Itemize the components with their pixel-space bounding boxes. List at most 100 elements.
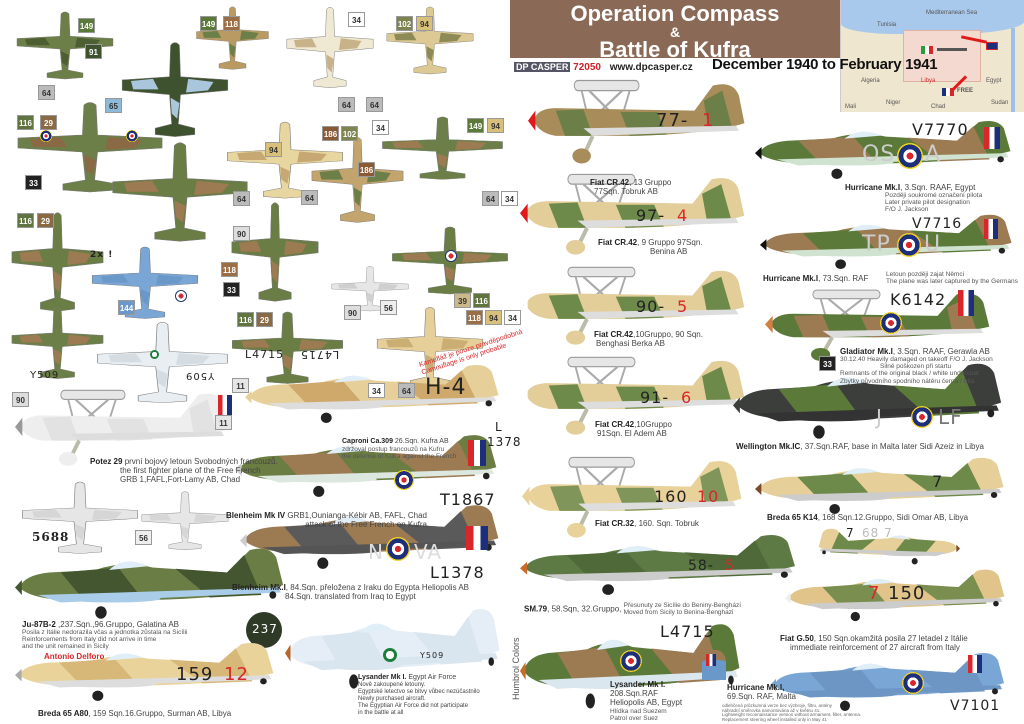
- paint-chip: 34: [372, 120, 389, 135]
- note-cz: Letoun později zajat Němci: [886, 271, 965, 278]
- paint-chip: 34: [501, 191, 518, 206]
- map-label-sea: Mediterranean Sea: [926, 10, 978, 16]
- paint-chip: 116: [473, 293, 490, 308]
- paint-chip: 29: [256, 312, 273, 327]
- serial: K6142: [890, 290, 947, 309]
- map-label-chad: Chad: [931, 104, 946, 110]
- map-label-libya: Libya: [921, 78, 936, 84]
- cr42-markings: 91-: [640, 388, 670, 407]
- french-flag-icon: [942, 88, 954, 96]
- aircraft-unit: , 84.Sqn. přeložena z Iraku do Egypta He…: [285, 583, 470, 592]
- cr42-77-caption: Fiat CR.42, 13 Gruppo 77Sqn. Tobruk AB: [590, 178, 671, 196]
- title-line1: Operation Compass: [570, 1, 780, 26]
- fin-flash: [466, 526, 488, 550]
- aircraft-name: Fiat CR.42: [590, 178, 630, 187]
- ju87-serial: 5688: [32, 530, 70, 544]
- breda-small-marking: 7: [846, 526, 855, 540]
- aircraft-name: SM.79: [524, 604, 548, 614]
- sm79-number: 5: [725, 558, 735, 574]
- note-cz: odlehčená průzkumná verze bez výzbroje, …: [722, 703, 833, 708]
- aircraft-name: Fiat G.50: [780, 634, 814, 643]
- paint-chip: 116: [237, 312, 254, 327]
- paint-chip: 29: [40, 115, 57, 130]
- blenheim-mk4-caption: Blenheim Mk IV GRB1,Ounianga-Kébir AB, F…: [226, 511, 427, 529]
- paint-chip: 90: [12, 392, 29, 407]
- fin-flash: [468, 440, 486, 466]
- paint-chip: 149: [78, 18, 95, 33]
- aircraft-name: Blenheim Mk.I: [232, 583, 286, 592]
- breda-k14-profile: [755, 455, 1010, 515]
- aircraft-unit: ,10Gruppo: [634, 420, 672, 429]
- paint-chip: 186: [358, 162, 375, 177]
- website-link[interactable]: www.dpcasper.cz: [609, 62, 693, 73]
- paint-chip: 33: [25, 175, 42, 190]
- note-en: Reinforcements from Italy did not arrive…: [22, 636, 157, 644]
- hurricane-v7101-caption: Hurricane Mk.I, 69.Sqn. RAF, Malta: [727, 683, 796, 701]
- fin-flash: [218, 395, 232, 417]
- note-cz: náhradní směrovka namontována až v květn…: [722, 707, 821, 713]
- note-en: Remnants of the original black / white u…: [840, 370, 979, 378]
- top-roundel: [445, 250, 457, 262]
- campaign-map: Mediterranean Sea Tunisia Algeria Libya …: [840, 0, 1024, 112]
- note-en: The plane was later captured by the Germ…: [886, 278, 1018, 286]
- raf-roundel: [897, 143, 923, 169]
- aircraft-base: 91Sqn. El Adem AB: [597, 429, 667, 439]
- aircraft-note: první bojový letoun Svobodných francouzů…: [122, 457, 278, 466]
- aircraft-name: Caproni Ca.309: [342, 438, 393, 445]
- note-en: the defense of Kufra against the French: [342, 453, 457, 461]
- aircraft-name: Hurricane Mk.I: [763, 274, 819, 283]
- map-sea: [841, 0, 1024, 34]
- sm79-markings: 58-: [688, 558, 714, 574]
- aircraft-note: immediate reinforcement of 27 aircraft f…: [790, 643, 960, 653]
- pilot-name: Antonio Delforo: [44, 651, 105, 661]
- underside-serial: Y509: [30, 370, 60, 381]
- hurricane-v7770-caption: Hurricane Mk.I, 3.Sqn. RAAF, Egypt Pozdě…: [845, 183, 982, 214]
- paint-chip: 94: [265, 142, 282, 157]
- wellington-caption: Wellington Mk.IC, 37.Sqn.RAF, base in Ma…: [736, 442, 984, 451]
- aircraft-name: Wellington Mk.IC: [736, 442, 801, 451]
- aircraft-name: Fiat CR.42: [594, 330, 634, 339]
- aircraft-base: 77Sqn. Tobruk AB: [594, 187, 658, 197]
- paint-chip: 116: [17, 115, 34, 130]
- serial: L4715: [660, 622, 715, 641]
- paint-chip: 118: [466, 310, 483, 325]
- code-letters: OS: [862, 142, 896, 167]
- paint-chip: 64: [482, 191, 499, 206]
- top-roundel: [126, 130, 138, 142]
- paint-chip: 102: [341, 126, 358, 141]
- top-roundel: [40, 130, 52, 142]
- top-roundel: [175, 290, 187, 302]
- aircraft-base: Heliopolis AB, Egypt: [610, 698, 683, 708]
- raf-roundel: [897, 233, 921, 257]
- paint-chip: 64: [398, 383, 415, 398]
- fin-flash: [706, 654, 716, 666]
- date-range: December 1940 to February 1941: [712, 56, 938, 73]
- paint-chip: 64: [366, 97, 383, 112]
- g50-markings: 150: [888, 583, 926, 604]
- paint-chip: 29: [37, 213, 54, 228]
- note-cz: Silně poškozen při startu: [880, 363, 952, 371]
- aircraft-unit: ,10Gruppo, 90 Sqn.: [633, 330, 703, 339]
- note-en: Lightweight reconnaissance version witho…: [722, 712, 862, 718]
- lysander-l4715-caption: Lysander Mk I. 208.Sqn.RAF Heliopolis AB…: [610, 680, 682, 722]
- brand-logo: DP CASPER: [514, 62, 571, 72]
- aircraft-unit: Egypt Air Force: [406, 674, 457, 681]
- map-label-algeria: Algeria: [861, 78, 880, 84]
- egypt-roundel: [150, 350, 159, 359]
- note-cz: Posila z Itálie nedorazila včas a jednot…: [22, 629, 188, 637]
- code-letter: J: [876, 405, 883, 429]
- breda-number: 12: [224, 664, 249, 685]
- sm79-profile: [520, 532, 802, 596]
- british-flag-icon: [986, 42, 998, 50]
- paint-chip: 118: [221, 262, 238, 277]
- paint-chip: 90: [233, 226, 250, 241]
- italian-flag-icon: [921, 46, 933, 54]
- note-en: Newly purchased aircraft.: [358, 695, 426, 702]
- aircraft-unit: , 58.Sqn, 32.Gruppo,: [547, 604, 622, 614]
- aircraft-name: Lysander Mk I.: [610, 680, 666, 689]
- paint-chip: 149: [200, 16, 217, 31]
- underside-serial: L4715: [245, 348, 285, 361]
- sm79-caption: SM.79, 58.Sqn, 32.Gruppo, Přesunuty ze S…: [524, 602, 741, 616]
- potez-29-profile: [15, 388, 235, 468]
- brand-line: DP CASPER 72050 www.dpcasper.cz: [514, 62, 693, 73]
